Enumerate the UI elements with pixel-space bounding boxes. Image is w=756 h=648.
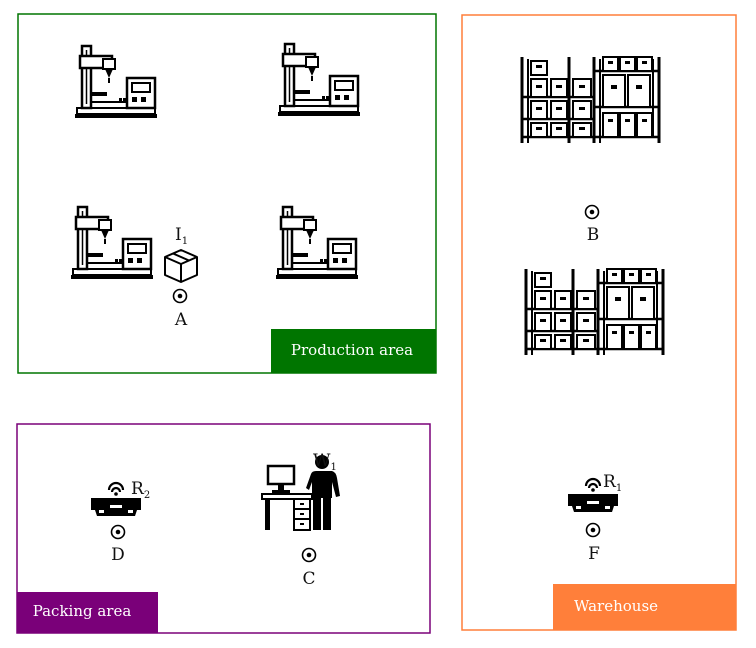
- production-area: Production area I1 A: [17, 13, 437, 374]
- production-area-label: Production area: [291, 341, 413, 359]
- warehouse-label: Warehouse: [574, 597, 658, 615]
- packing-area-label-bg: [17, 592, 158, 633]
- packing-area-border: [16, 423, 431, 634]
- robot-r1-label: R1: [603, 472, 622, 494]
- machine-icon: [73, 44, 159, 120]
- shelf-icon: [520, 55, 661, 145]
- machine-icon: [69, 205, 155, 281]
- point-label-c: C: [302, 569, 315, 589]
- location-marker-icon: [584, 204, 600, 220]
- point-label-f: F: [588, 544, 600, 564]
- location-marker-icon: [110, 524, 126, 540]
- location-marker-icon: [585, 522, 601, 538]
- warehouse-area: Warehouse B R1 F: [461, 14, 737, 631]
- point-label-a: A: [174, 310, 188, 330]
- location-marker-icon: [301, 547, 317, 563]
- location-marker-icon: [172, 288, 188, 304]
- point-label-d: D: [111, 545, 125, 565]
- warehouse-label-bg: [553, 584, 736, 630]
- robot-r2-label: R2: [131, 479, 150, 501]
- production-area-label-bg: [271, 329, 436, 373]
- point-label-b: B: [587, 225, 600, 245]
- box-icon: [164, 249, 198, 283]
- production-area-border: [17, 13, 437, 374]
- packing-area: Packing area R2 D W1 C: [16, 423, 431, 634]
- machine-icon: [276, 42, 362, 118]
- shelf-icon: [524, 267, 665, 357]
- packing-area-label: Packing area: [33, 602, 132, 620]
- item-label: I1: [175, 225, 188, 247]
- machine-icon: [274, 205, 360, 281]
- worker-w1-label: W1: [313, 451, 337, 473]
